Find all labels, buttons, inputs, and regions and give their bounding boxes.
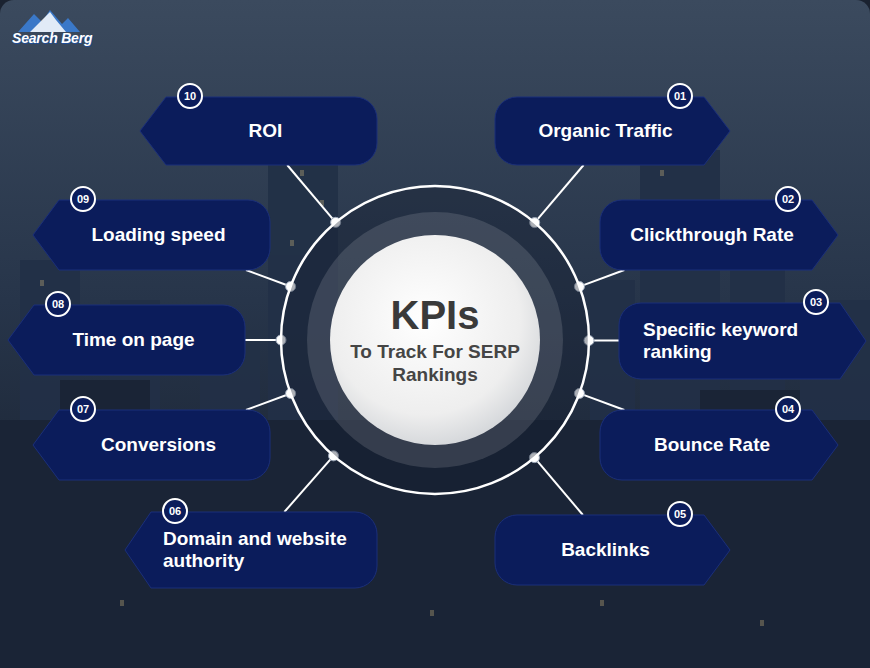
connector-line xyxy=(284,456,333,512)
number-badge: 01 xyxy=(667,83,693,109)
kpi-arrow-box: ROI10 xyxy=(140,97,377,165)
inner-disc xyxy=(330,235,540,445)
callout-number: 05 xyxy=(674,509,686,520)
badge-circle xyxy=(71,397,95,421)
kpi-label: ROI xyxy=(249,120,283,142)
kpi-arrow-box: Specific keyword ranking03 xyxy=(619,303,866,379)
kpi-label: Bounce Rate xyxy=(654,434,770,456)
kpi-arrow-box: Bounce Rate04 xyxy=(600,410,838,480)
center-shape xyxy=(280,185,590,495)
kpi-label: Conversions xyxy=(101,434,216,456)
kpi-label: Organic Traffic xyxy=(538,120,672,142)
brand-logo-text: Search Berg xyxy=(12,30,92,46)
connector-line xyxy=(534,458,583,515)
connector-line xyxy=(246,270,291,287)
badge-circle xyxy=(668,84,692,108)
arrow-box-outline xyxy=(33,200,270,270)
center-subtitle: To Track For SERP Rankings xyxy=(348,341,523,387)
callout-number: 07 xyxy=(77,404,89,415)
arrow-box-outline xyxy=(619,303,866,379)
kpi-label: Time on page xyxy=(72,329,194,351)
number-badge: 03 xyxy=(803,289,829,315)
arrow-box-outline xyxy=(8,305,245,375)
callout-number: 09 xyxy=(77,194,89,205)
number-badge: 08 xyxy=(45,291,71,317)
kpi-label: Loading speed xyxy=(91,224,225,246)
arrow-box-outline xyxy=(33,410,270,480)
number-badge: 07 xyxy=(70,396,96,422)
center-circle: KPIsTo Track For SERP Rankings xyxy=(280,185,590,495)
number-badge: 05 xyxy=(667,501,693,527)
kpi-arrow-box: Clickthrough Rate02 xyxy=(600,200,838,270)
connector-line xyxy=(246,393,291,410)
box-shape xyxy=(125,512,377,588)
number-badge: 09 xyxy=(70,186,96,212)
kpi-arrow-box: Loading speed09 xyxy=(33,200,270,270)
kpi-label: Backlinks xyxy=(561,539,650,561)
badge-circle xyxy=(804,290,828,314)
kpi-arrow-box: Conversions07 xyxy=(33,410,270,480)
badge-circle xyxy=(71,187,95,211)
kpi-label: Specific keyword ranking xyxy=(643,319,828,363)
arrow-box-outline xyxy=(495,515,730,585)
callout-number: 02 xyxy=(782,194,794,205)
kpi-arrow-box: Organic Traffic01 xyxy=(495,97,730,165)
translucent-band xyxy=(307,212,563,468)
kpi-label: Clickthrough Rate xyxy=(630,224,794,246)
kpi-arrow-box: Domain and website authority06 xyxy=(125,512,377,588)
number-badge: 10 xyxy=(177,83,203,109)
arrow-box-outline xyxy=(600,410,838,480)
kpi-arrow-box: Backlinks05 xyxy=(495,515,730,585)
kpi-arrow-box: Time on page08 xyxy=(8,305,245,375)
logo-mountains xyxy=(18,10,80,32)
badge-circle xyxy=(46,292,70,316)
connector-line xyxy=(579,393,624,410)
connector-line xyxy=(287,165,335,222)
outer-ring xyxy=(281,186,589,494)
kpi-label: Domain and website authority xyxy=(163,528,353,572)
badge-circle xyxy=(163,499,187,523)
arrow-box-outline xyxy=(495,97,730,165)
callout-number: 01 xyxy=(674,91,686,102)
badge-circle xyxy=(776,187,800,211)
arrow-box-outline xyxy=(125,512,377,588)
callout-number: 06 xyxy=(169,506,181,517)
callout-number: 03 xyxy=(810,297,822,308)
center-title: KPIs xyxy=(391,293,480,337)
arrow-box-outline xyxy=(600,200,838,270)
badge-circle xyxy=(776,397,800,421)
callout-number: 04 xyxy=(782,404,794,415)
callout-number: 10 xyxy=(184,91,196,102)
badge-circle xyxy=(668,502,692,526)
arrow-box-outline xyxy=(140,97,377,165)
badge-circle xyxy=(178,84,202,108)
number-badge: 02 xyxy=(775,186,801,212)
connector-line xyxy=(579,270,624,287)
number-badge: 04 xyxy=(775,396,801,422)
connector-line xyxy=(535,165,584,223)
callout-number: 08 xyxy=(52,299,64,310)
number-badge: 06 xyxy=(162,498,188,524)
